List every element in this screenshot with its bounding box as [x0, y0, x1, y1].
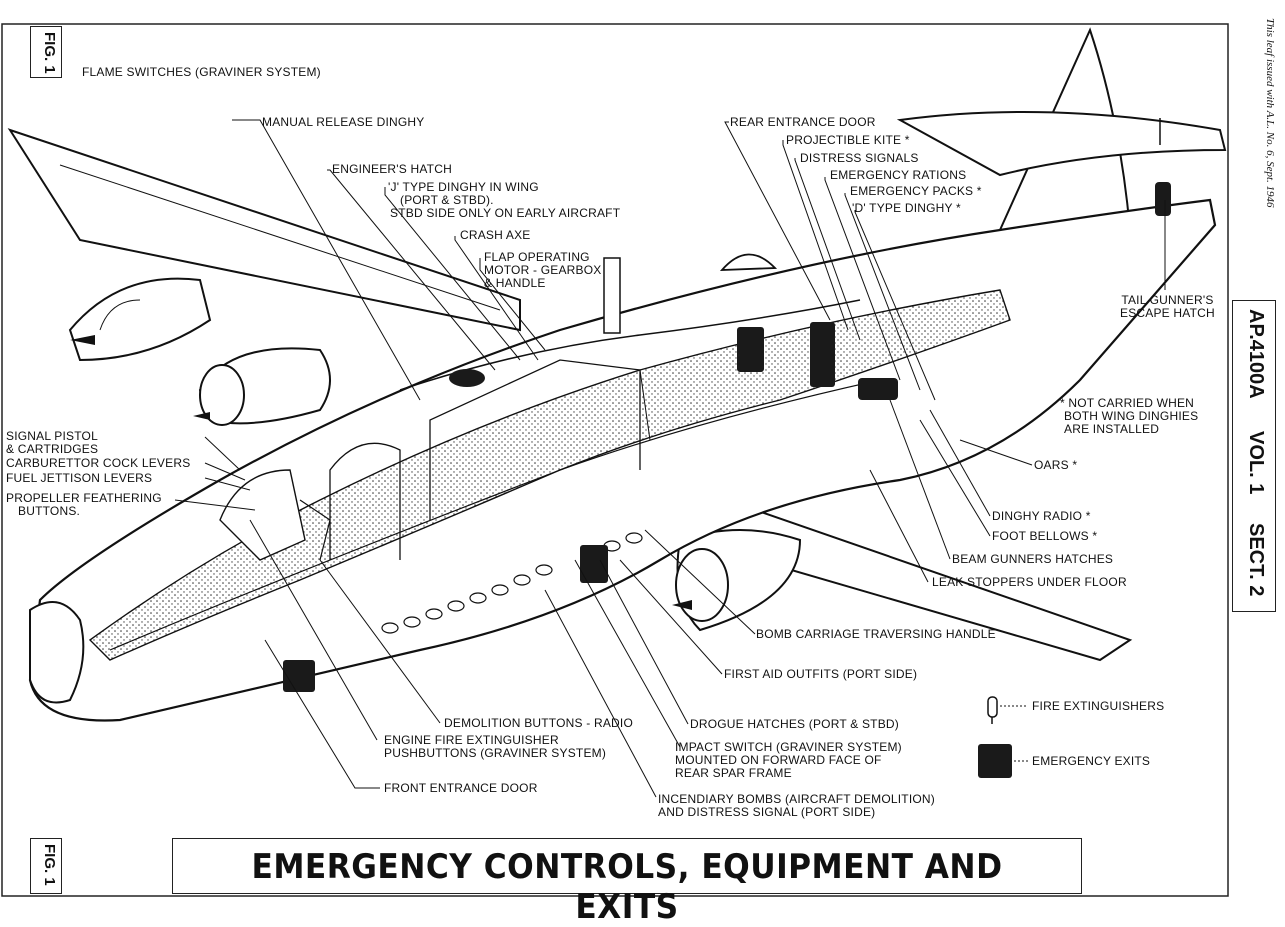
label-oars: OARS *: [1034, 458, 1078, 472]
port-wing: [7, 128, 521, 332]
label-signal-pistol: SIGNAL PISTOL & CARTRIDGES: [6, 429, 99, 456]
label-fuel-jettison-levers: FUEL JETTISON LEVERS: [6, 471, 153, 485]
label-engineers-hatch: ENGINEER'S HATCH: [332, 162, 452, 176]
label-engine-fire-extinguisher: ENGINE FIRE EXTINGUISHER PUSHBUTTONS (GR…: [384, 733, 607, 760]
hull-portholes: [381, 532, 643, 634]
label-impact-switch: IMPACT SWITCH (GRAVINER SYSTEM) MOUNTED …: [675, 740, 902, 780]
legend-emergency-exits: EMERGENCY EXITS: [1032, 754, 1151, 768]
label-demolition-buttons: DEMOLITION BUTTONS - RADIO: [444, 716, 633, 730]
label-foot-bellows: FOOT BELLOWS *: [992, 529, 1098, 543]
fire-extinguisher-symbol: [987, 696, 998, 724]
label-beam-gunners-hatches: BEAM GUNNERS HATCHES: [952, 552, 1114, 566]
label-leak-stoppers: LEAK STOPPERS UNDER FLOOR: [932, 575, 1127, 589]
label-bomb-carriage-handle: BOMB CARRIAGE TRAVERSING HANDLE: [756, 627, 996, 641]
tailplane: [896, 111, 1227, 177]
label-emergency-rations: EMERGENCY RATIONS: [830, 168, 967, 182]
aircraft-cutaway-drawing: [1, 23, 1229, 897]
figure-tag-top-text: FIG. 1: [41, 32, 58, 74]
publication-code: AP.4100A: [1245, 309, 1267, 399]
leader-lines: [174, 119, 1166, 798]
emergency-exit-panels: [283, 182, 1171, 692]
label-incendiary-bombs: INCENDIARY BOMBS (AIRCRAFT DEMOLITION) A…: [658, 792, 935, 819]
label-manual-release-dinghy: MANUAL RELEASE DINGHY: [262, 115, 425, 129]
label-drogue-hatches: DROGUE HATCHES (PORT & STBD): [690, 717, 899, 731]
starboard-inner-engine: [672, 529, 802, 632]
figure-tag-bottom-text: FIG. 1: [41, 844, 58, 886]
label-carburettor-cock-levers: CARBURETTOR COCK LEVERS: [6, 456, 191, 470]
label-dinghy-radio: DINGHY RADIO *: [992, 509, 1091, 523]
label-projectible-kite: PROJECTIBLE KITE *: [786, 133, 910, 147]
label-rear-entrance-door: REAR ENTRANCE DOOR: [730, 115, 876, 129]
figure-tag-top: [30, 26, 62, 78]
legend-fire-extinguishers: FIRE EXTINGUISHERS: [1032, 699, 1165, 713]
label-crash-axe: CRASH AXE: [460, 228, 531, 242]
label-flame-switches: FLAME SWITCHES (GRAVINER SYSTEM): [82, 65, 321, 79]
figure-tag-bottom: [30, 838, 62, 894]
label-first-aid-outfits: FIRST AID OUTFITS (PORT SIDE): [724, 667, 918, 681]
leaf-issue-note: This leaf issued with A.L. No. 6, Sept. …: [1264, 18, 1276, 208]
label-j-type-dinghy: 'J' TYPE DINGHY IN WING (PORT & STBD). S…: [388, 180, 621, 220]
page-border: [1, 23, 1229, 897]
section-label: SECT. 2: [1245, 523, 1267, 597]
label-front-entrance-door: FRONT ENTRANCE DOOR: [384, 781, 538, 795]
volume-label: VOL. 1: [1245, 431, 1267, 495]
title-box: EMERGENCY CONTROLS, EQUIPMENT AND EXITS: [172, 838, 1082, 927]
label-flap-operating-motor: FLAP OPERATING MOTOR - GEARBOX & HANDLE: [484, 250, 602, 290]
label-tail-gunners-escape-hatch: TAIL GUNNER'S ESCAPE HATCH: [1120, 293, 1215, 320]
publication-reference-box: AP.4100A VOL. 1 SECT. 2: [1232, 300, 1276, 612]
label-not-carried-note: * NOT CARRIED WHEN BOTH WING DINGHIES AR…: [1060, 396, 1199, 436]
astrodome: [719, 253, 778, 271]
figure-title: EMERGENCY CONTROLS, EQUIPMENT AND EXITS: [251, 847, 1003, 927]
label-propeller-feathering: PROPELLER FEATHERING BUTTONS.: [6, 491, 162, 518]
label-distress-signals: DISTRESS SIGNALS: [800, 151, 919, 165]
port-outer-engine: [68, 277, 212, 362]
hull-cutaway-stipple: [88, 289, 1011, 661]
label-d-type-dinghy: 'D' TYPE DINGHY *: [852, 201, 961, 215]
emergency-exit-symbol: [978, 744, 1012, 778]
port-inner-engine: [193, 347, 331, 426]
aerial-mast: [603, 257, 621, 334]
nose-cone: [29, 601, 85, 704]
label-emergency-packs: EMERGENCY PACKS *: [850, 184, 982, 198]
